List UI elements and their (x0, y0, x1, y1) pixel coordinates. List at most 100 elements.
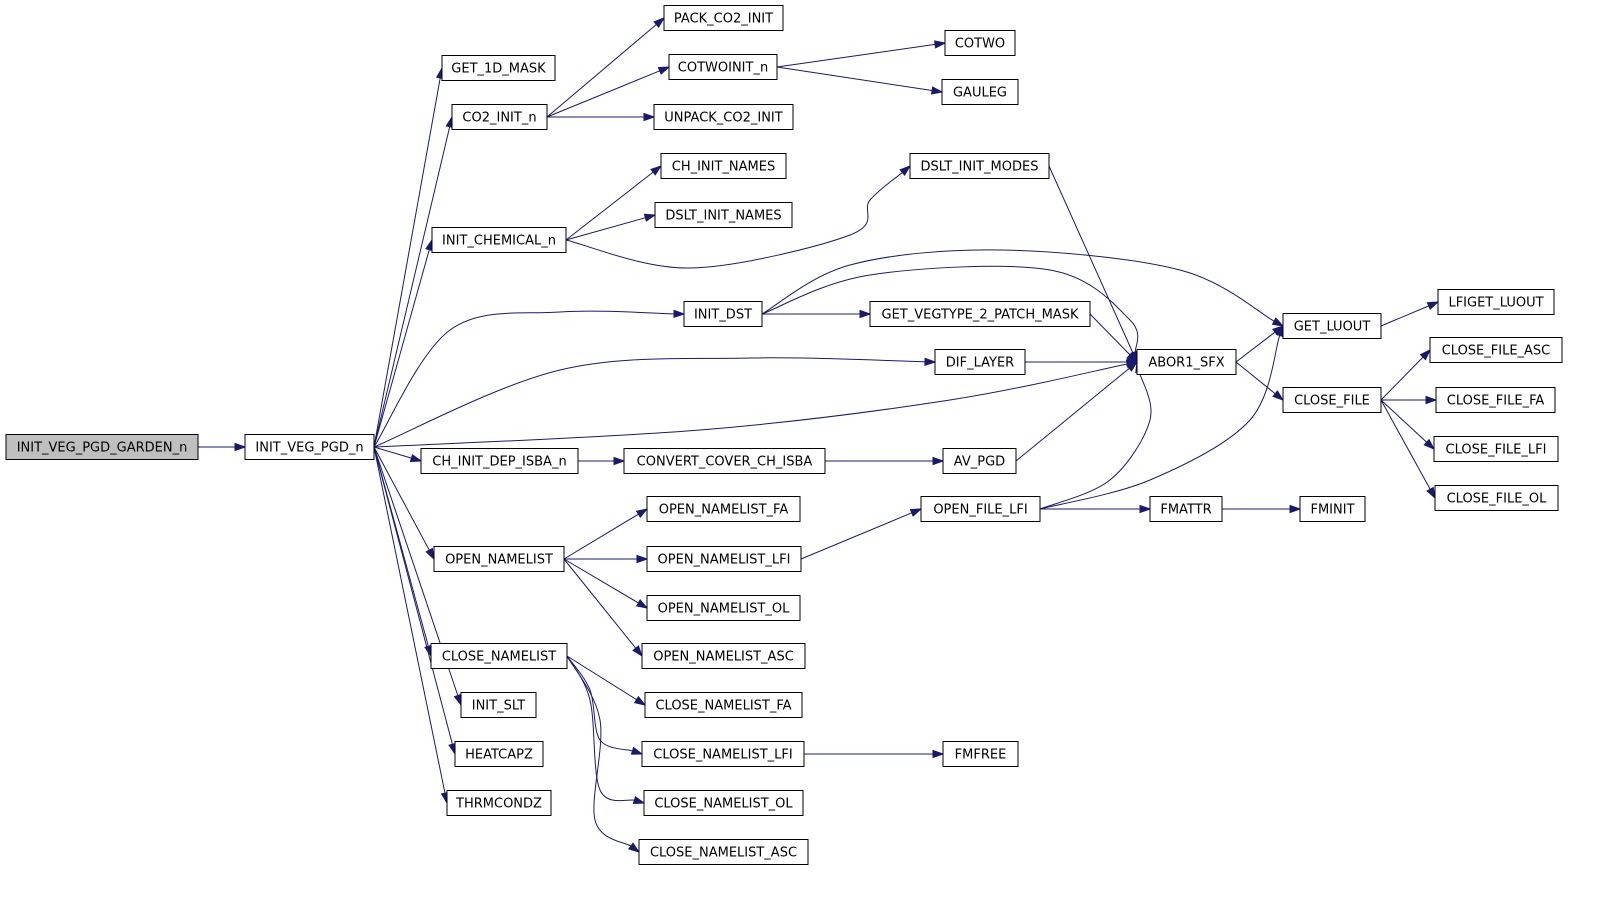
node-box[interactable] (431, 227, 567, 253)
node-abor1[interactable]: ABOR1_SFX (1136, 349, 1237, 375)
node-lfiget[interactable]: LFIGET_LUOUT (1437, 289, 1555, 315)
node-box[interactable] (1434, 485, 1559, 511)
node-label: OPEN_FILE_LFI (933, 503, 1027, 518)
edge-avpgd-abor1 (1015, 367, 1130, 462)
node-dsltnames[interactable]: DSLT_INIT_NAMES (654, 202, 793, 228)
node-onllfi[interactable]: OPEN_NAMELIST_LFI (646, 546, 802, 572)
node-box[interactable] (641, 643, 806, 669)
node-cnlol[interactable]: CLOSE_NAMELIST_OL (643, 790, 804, 816)
arrowhead (1419, 348, 1432, 361)
node-fminit[interactable]: FMINIT (1299, 496, 1366, 522)
node-box[interactable] (646, 496, 801, 522)
node-box[interactable] (638, 839, 809, 865)
node-root[interactable]: INIT_VEG_PGD_GARDEN_n (5, 434, 199, 460)
node-chdep[interactable]: CH_INIT_DEP_ISBA_n (420, 448, 579, 474)
node-heatcapz[interactable]: HEATCAPZ (454, 741, 544, 767)
node-box[interactable] (683, 301, 763, 327)
node-opennl[interactable]: OPEN_NAMELIST (433, 546, 565, 572)
node-cotwoinit[interactable]: COTWOINIT_n (668, 54, 778, 80)
node-box[interactable] (941, 79, 1019, 105)
node-cnlasc[interactable]: CLOSE_NAMELIST_ASC (638, 839, 809, 865)
edge-openfilelfi-abor1 (1039, 371, 1152, 510)
node-ivp[interactable]: INIT_VEG_PGD_n (244, 434, 375, 460)
edge-closefile-cfasc (1380, 356, 1424, 401)
node-box[interactable] (1429, 337, 1563, 363)
node-box[interactable] (653, 104, 794, 130)
node-box[interactable] (944, 30, 1016, 56)
node-cnlfa[interactable]: CLOSE_NAMELIST_FA (644, 692, 803, 718)
node-closefile[interactable]: CLOSE_FILE (1282, 387, 1382, 413)
node-onlol[interactable]: OPEN_NAMELIST_OL (646, 595, 801, 621)
node-diflayer[interactable]: DIF_LAYER (934, 349, 1026, 375)
node-cnllfi[interactable]: CLOSE_NAMELIST_LFI (641, 741, 805, 767)
node-cffa[interactable]: CLOSE_FILE_FA (1435, 387, 1556, 413)
node-initchem[interactable]: INIT_CHEMICAL_n (431, 227, 567, 253)
node-box[interactable] (641, 741, 805, 767)
node-box[interactable] (454, 741, 544, 767)
node-convcover[interactable]: CONVERT_COVER_CH_ISBA (623, 448, 826, 474)
node-fmfree[interactable]: FMFREE (942, 741, 1019, 767)
node-closenl[interactable]: CLOSE_NAMELIST (430, 643, 568, 669)
arrowhead (643, 213, 657, 222)
arrowhead (657, 66, 671, 75)
node-box[interactable] (460, 692, 537, 718)
node-box[interactable] (654, 202, 793, 228)
node-box[interactable] (920, 496, 1041, 522)
node-box[interactable] (1282, 313, 1382, 339)
edge-closefile-cfol (1380, 399, 1431, 490)
node-box[interactable] (934, 349, 1026, 375)
node-box[interactable] (1282, 387, 1382, 413)
node-box[interactable] (663, 5, 784, 31)
edge-ivp-g1d (373, 77, 441, 448)
node-box[interactable] (668, 54, 778, 80)
node-box[interactable] (909, 153, 1050, 179)
node-g1d[interactable]: GET_1D_MASK (441, 55, 556, 81)
node-box[interactable] (646, 595, 801, 621)
node-initslt[interactable]: INIT_SLT (460, 692, 537, 718)
node-cotwo[interactable]: COTWO (944, 30, 1016, 56)
node-box[interactable] (1136, 349, 1237, 375)
node-cflfi[interactable]: CLOSE_FILE_LFI (1433, 436, 1559, 462)
node-box[interactable] (1149, 496, 1223, 522)
node-getluout[interactable]: GET_LUOUT (1282, 313, 1382, 339)
node-box[interactable] (430, 643, 568, 669)
node-box[interactable] (420, 448, 579, 474)
node-box[interactable] (1437, 289, 1555, 315)
node-co2i[interactable]: CO2_INIT_n (451, 104, 548, 130)
node-box[interactable] (441, 55, 556, 81)
node-initdst[interactable]: INIT_DST (683, 301, 763, 327)
node-onlfa[interactable]: OPEN_NAMELIST_FA (646, 496, 801, 522)
node-cfol[interactable]: CLOSE_FILE_OL (1434, 485, 1559, 511)
node-getveg[interactable]: GET_VEGTYPE_2_PATCH_MASK (869, 301, 1091, 327)
node-label: UNPACK_CO2_INIT (664, 111, 782, 126)
node-gauleg[interactable]: GAULEG (941, 79, 1019, 105)
node-box[interactable] (433, 546, 565, 572)
node-thrmcondz[interactable]: THRMCONDZ (446, 790, 552, 816)
node-box[interactable] (644, 692, 803, 718)
node-avpgd[interactable]: AV_PGD (942, 448, 1017, 474)
node-unpackco2[interactable]: UNPACK_CO2_INIT (653, 104, 794, 130)
node-openfilelfi[interactable]: OPEN_FILE_LFI (920, 496, 1041, 522)
node-box[interactable] (623, 448, 826, 474)
node-box[interactable] (244, 434, 375, 460)
node-packco2[interactable]: PACK_CO2_INIT (663, 5, 784, 31)
node-box[interactable] (451, 104, 548, 130)
node-box[interactable] (869, 301, 1091, 327)
node-dsltmodes[interactable]: DSLT_INIT_MODES (909, 153, 1050, 179)
node-box[interactable] (660, 153, 787, 179)
node-chnames[interactable]: CH_INIT_NAMES (660, 153, 787, 179)
node-cfasc[interactable]: CLOSE_FILE_ASC (1429, 337, 1563, 363)
node-box[interactable] (643, 790, 804, 816)
arrowhead (932, 456, 945, 466)
node-box[interactable] (446, 790, 552, 816)
node-box[interactable] (1299, 496, 1366, 522)
node-fmattr[interactable]: FMATTR (1149, 496, 1223, 522)
node-box[interactable] (942, 741, 1019, 767)
node-box[interactable] (1435, 387, 1556, 413)
node-box[interactable] (646, 546, 802, 572)
node-box[interactable] (1433, 436, 1559, 462)
node-onlasc[interactable]: OPEN_NAMELIST_ASC (641, 643, 806, 669)
node-box[interactable] (942, 448, 1017, 474)
edge-ivp-heatcapz (373, 446, 453, 745)
node-box[interactable] (5, 434, 199, 460)
